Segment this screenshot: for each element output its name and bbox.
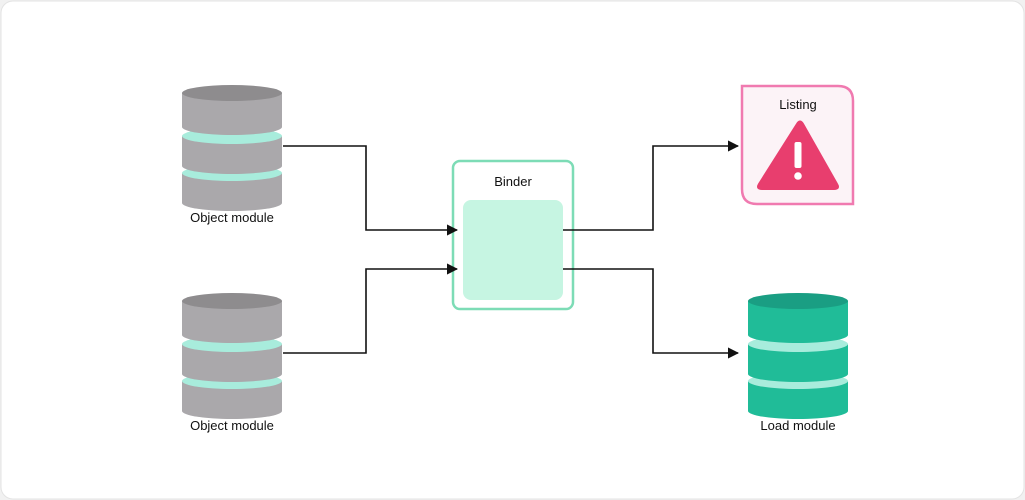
- load-module-label: Load module: [760, 418, 835, 433]
- database-icon: [748, 293, 848, 419]
- edge-object-top-to-binder: [283, 145, 459, 236]
- listing-node[interactable]: Listing: [740, 84, 855, 206]
- object-module-top[interactable]: Object module: [182, 85, 282, 225]
- database-icon: [182, 293, 282, 419]
- warning-icon: [757, 120, 839, 190]
- binder-node[interactable]: Binder: [451, 159, 575, 311]
- load-module-node[interactable]: Load module: [748, 293, 848, 433]
- object-module-top-label: Object module: [190, 210, 274, 225]
- edge-binder-to-listing: [563, 140, 740, 231]
- object-module-bottom-label: Object module: [190, 418, 274, 433]
- database-icon: [182, 85, 282, 211]
- listing-label: Listing: [779, 97, 817, 112]
- object-module-bottom[interactable]: Object module: [182, 293, 282, 433]
- binder-body: [463, 200, 563, 300]
- binder-label: Binder: [494, 174, 532, 189]
- edge-object-bottom-to-binder: [283, 263, 459, 354]
- edge-binder-to-load-module: [563, 268, 740, 359]
